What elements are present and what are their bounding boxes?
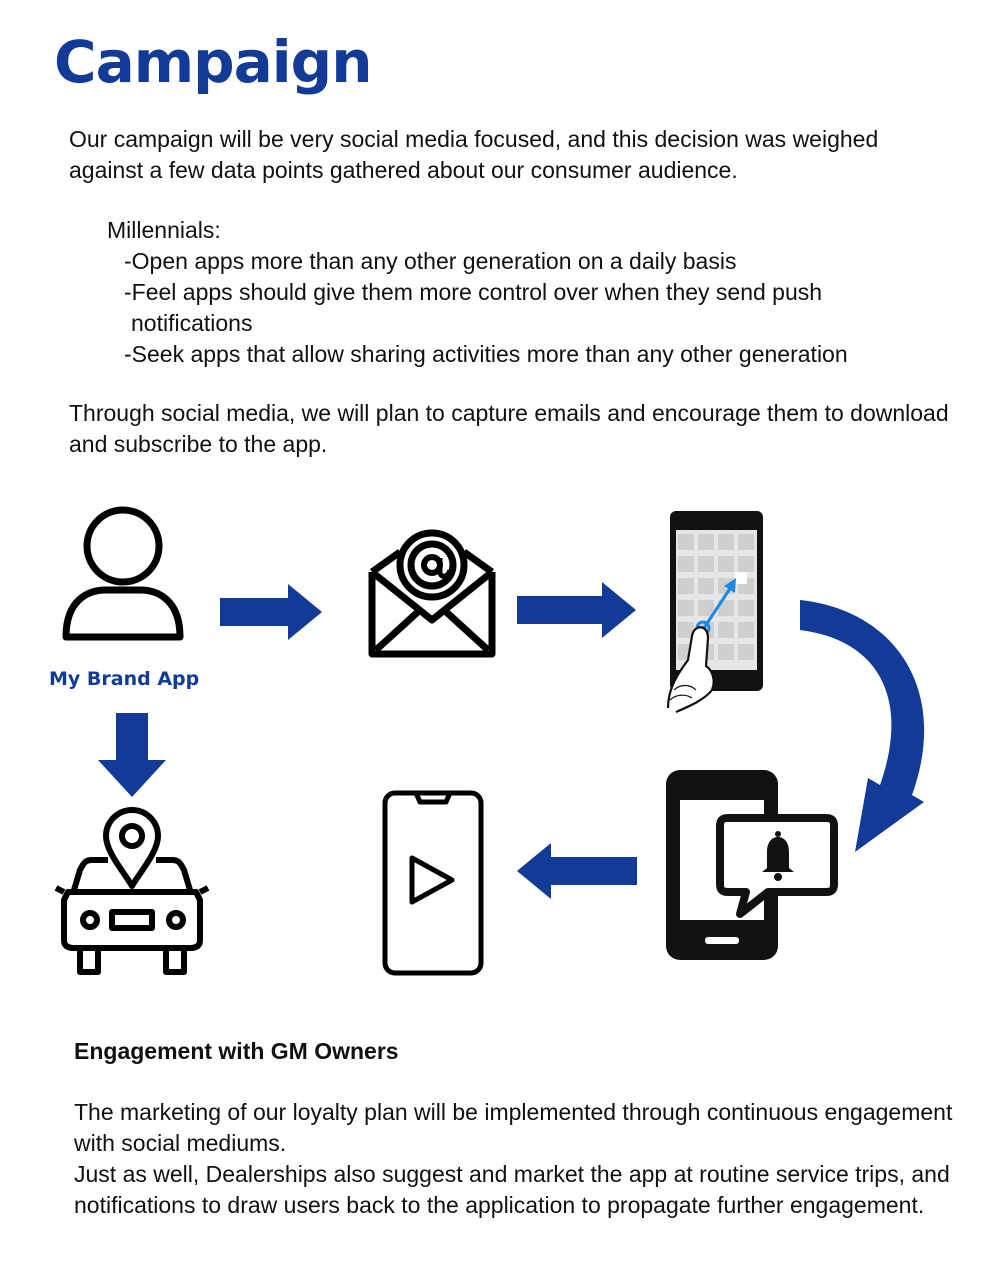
intro-paragraph: Our campaign will be very social media f…: [69, 126, 879, 183]
list-item: -Feel apps should give them more control…: [124, 279, 823, 336]
engagement-paragraph: The marketing of our loyalty plan will b…: [74, 1099, 953, 1156]
phone-notification-icon: [666, 770, 838, 960]
list-item: -Seek apps that allow sharing activities…: [124, 341, 848, 367]
arrow-down-icon: [98, 713, 166, 797]
page-title: Campaign: [54, 28, 372, 96]
arrow-right-icon: [517, 582, 636, 638]
engagement-heading: Engagement with GM Owners: [74, 1038, 399, 1064]
user-icon: [62, 506, 184, 641]
millennials-heading: Millennials:: [107, 217, 221, 243]
brand-app-label: My Brand App: [49, 668, 200, 690]
curved-arrow-icon: [800, 600, 925, 852]
dealership-paragraph: Just as well, Dealerships also suggest a…: [74, 1161, 950, 1218]
arrow-left-icon: [517, 843, 637, 899]
email-icon: [368, 529, 496, 658]
millennials-list: -Open apps more than any other generatio…: [124, 246, 904, 370]
phone-touch-icon: [666, 511, 763, 714]
list-item: -Open apps more than any other generatio…: [124, 248, 737, 274]
arrow-right-icon: [220, 584, 322, 640]
phone-video-icon: [382, 790, 484, 976]
car-location-icon: [54, 807, 210, 975]
campaign-flow-diagram: [54, 506, 925, 976]
social-plan-paragraph: Through social media, we will plan to ca…: [69, 400, 949, 457]
